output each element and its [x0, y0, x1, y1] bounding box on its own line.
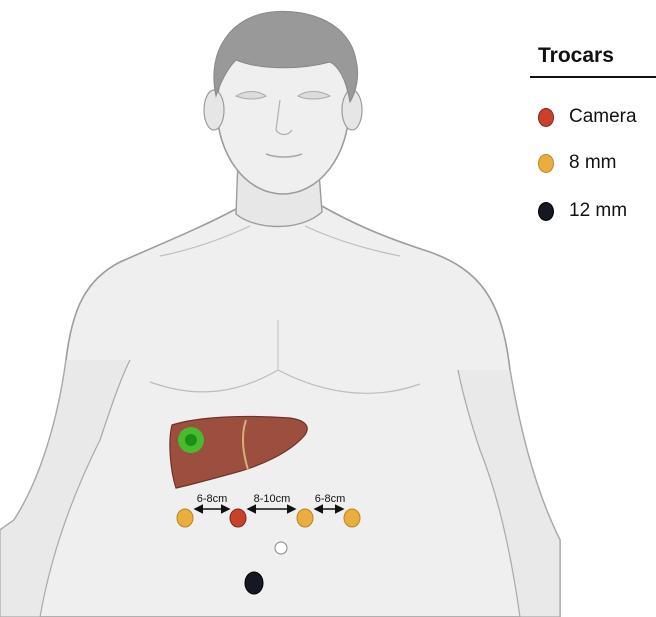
trocar-12mm	[245, 572, 263, 594]
trocar-8mm-right	[344, 509, 360, 527]
legend-item-camera: Camera	[538, 106, 637, 128]
label-right-distance: 6-8cm	[315, 493, 346, 505]
legend-item-8mm: 8 mm	[538, 152, 617, 174]
legend-label-camera: Camera	[569, 106, 637, 128]
legend: Trocars Camera 8 mm 12 mm	[530, 44, 656, 78]
8mm-dot-icon	[538, 154, 554, 173]
12mm-dot-icon	[538, 202, 554, 221]
ear-left	[204, 90, 224, 130]
trocar-8mm-left	[177, 509, 193, 527]
legend-label-12mm: 12 mm	[569, 200, 627, 222]
trocar-camera	[230, 509, 246, 527]
legend-item-12mm: 12 mm	[538, 200, 627, 222]
legend-title: Trocars	[538, 44, 656, 68]
tumor-core	[185, 434, 197, 446]
legend-divider	[530, 76, 656, 78]
legend-label-8mm: 8 mm	[569, 152, 617, 174]
label-left-distance: 6-8cm	[197, 493, 228, 505]
label-middle-distance: 8-10cm	[254, 493, 291, 505]
trocar-8mm-middle	[297, 509, 313, 527]
umbilicus	[275, 542, 287, 554]
camera-dot-icon	[538, 108, 554, 127]
